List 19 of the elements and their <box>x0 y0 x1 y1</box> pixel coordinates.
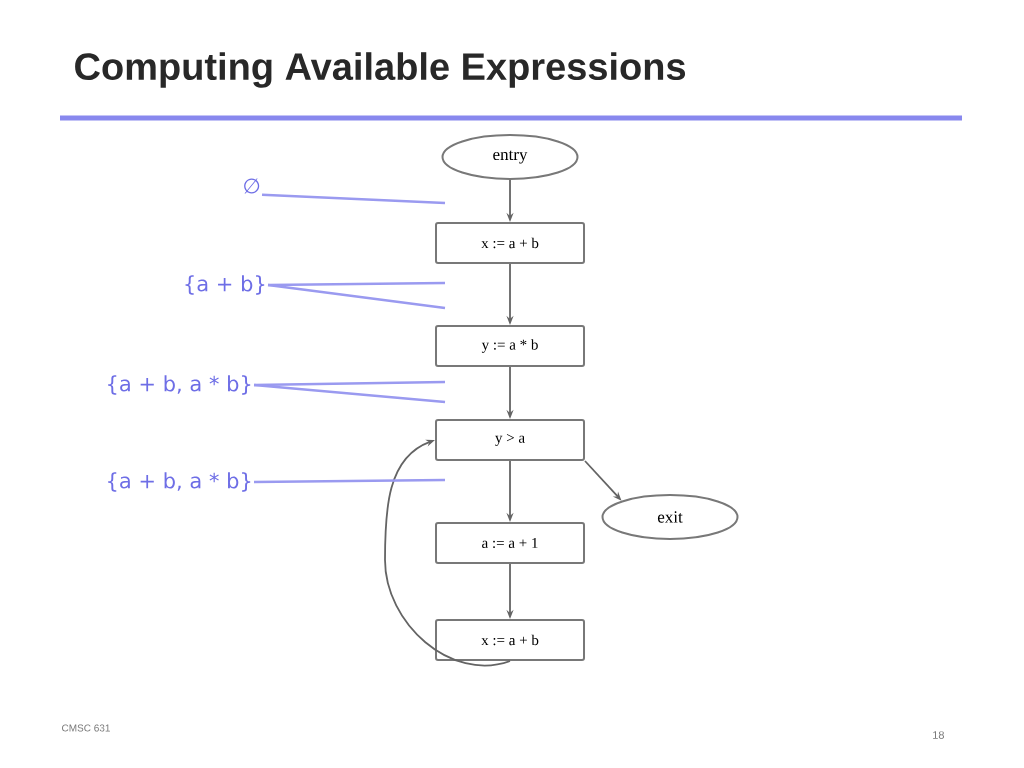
page-number: 18 <box>933 731 944 739</box>
set-label: {a + b, a * b} <box>108 375 251 395</box>
statement-box: x := a + b <box>435 222 585 264</box>
leader-line <box>267 283 446 310</box>
statement-box: a := a + 1 <box>435 522 585 564</box>
leader-line <box>261 193 446 205</box>
set-label: ∅ <box>244 178 260 194</box>
leader-line <box>254 478 446 484</box>
statement-box: y := a * b <box>435 325 585 367</box>
oval-node: entry <box>441 134 579 180</box>
set-label: {a + b, a * b} <box>108 472 251 492</box>
oval-node: exit <box>601 494 739 540</box>
arrow <box>384 439 511 667</box>
leader-line <box>253 383 446 404</box>
footer-text: CMSC 631 <box>62 724 110 732</box>
set-label: {a + b} <box>185 275 265 295</box>
statement-box: y > a <box>435 419 585 461</box>
statement-box: x := a + b <box>435 619 585 661</box>
slide-title: Computing Available Expressions <box>75 52 686 88</box>
